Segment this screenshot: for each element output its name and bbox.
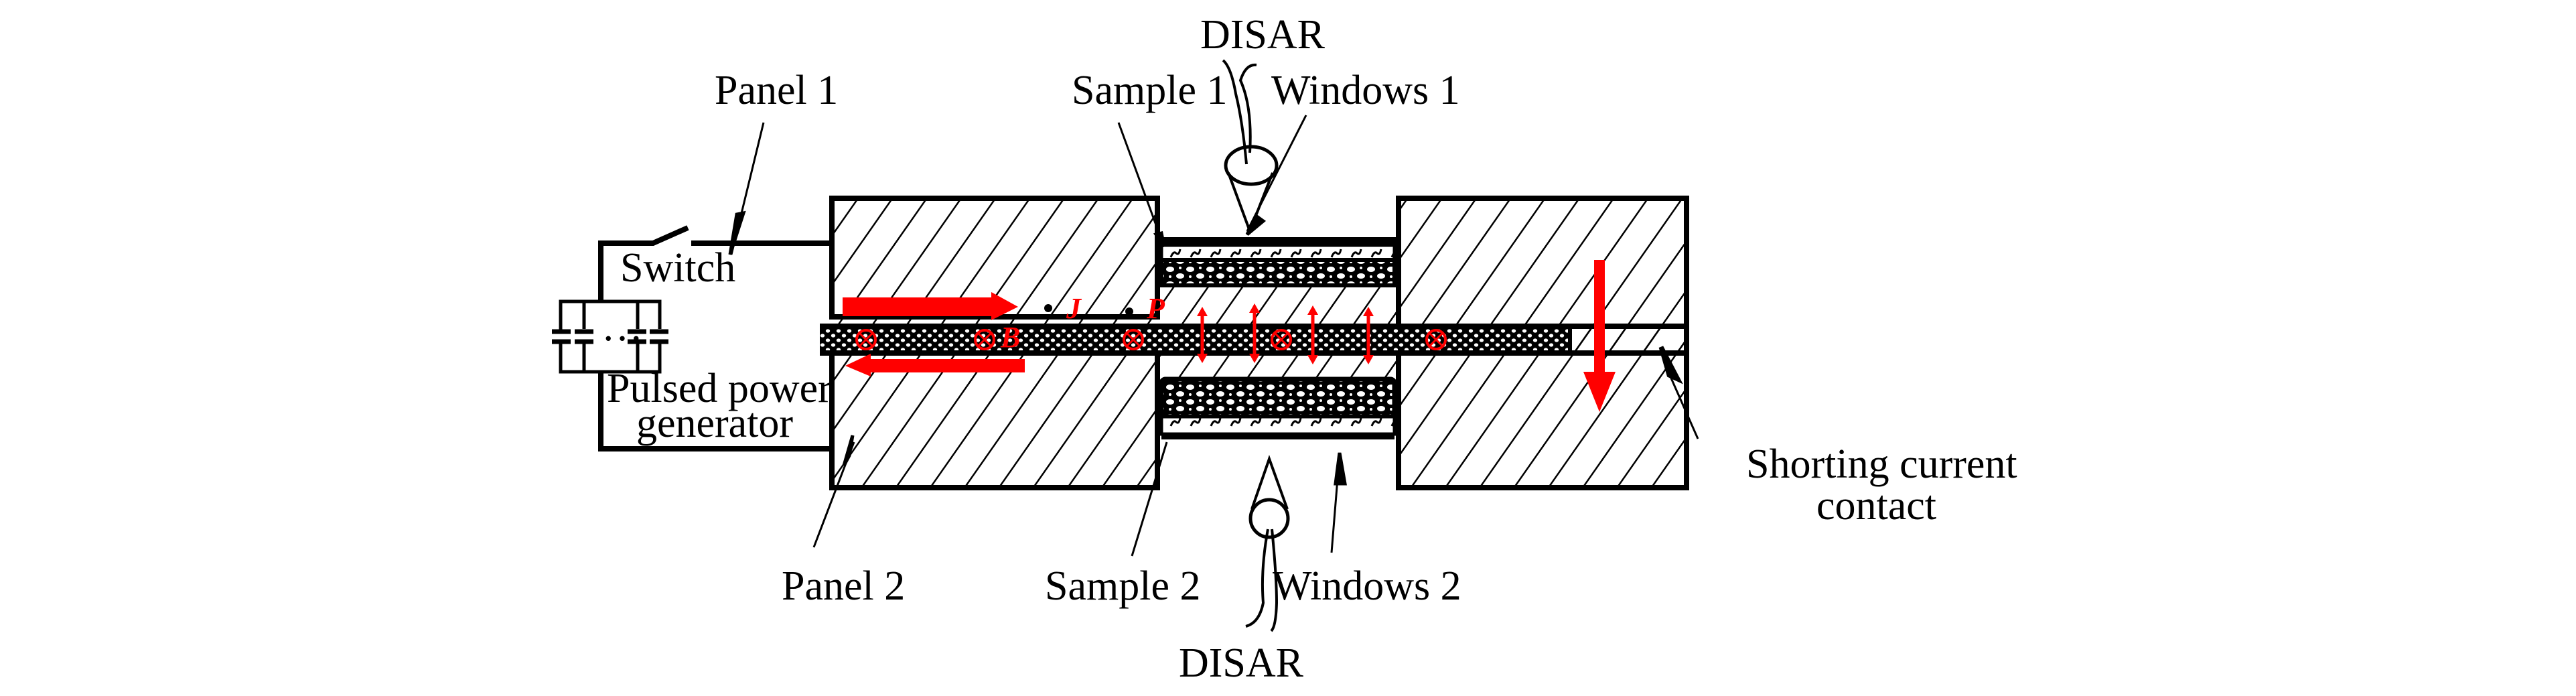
label-windows-2: Windows 2 bbox=[1273, 563, 1461, 609]
switch-wire-left bbox=[598, 225, 689, 301]
double-arrow-icon bbox=[1249, 303, 1260, 363]
pressure-arrows bbox=[1197, 303, 1374, 364]
symbol-j: J bbox=[1066, 292, 1082, 325]
label-switch: Switch bbox=[620, 245, 735, 291]
double-arrow-icon bbox=[1363, 307, 1374, 364]
symbol-p: P bbox=[1146, 292, 1165, 325]
label-windows-1: Windows 1 bbox=[1271, 68, 1460, 113]
double-arrow-icon bbox=[1307, 305, 1318, 364]
point-marker-j bbox=[1044, 304, 1052, 312]
sample-2-stack bbox=[1155, 376, 1401, 488]
point-marker-p bbox=[1125, 307, 1133, 316]
circuit: … bbox=[549, 225, 832, 451]
label-shorting-line2: contact bbox=[1816, 483, 1936, 529]
disar-probe-top-icon bbox=[1222, 59, 1279, 235]
label-disar-top: DISAR bbox=[1200, 12, 1326, 58]
double-arrow-icon bbox=[1197, 307, 1208, 363]
label-disar-bottom: DISAR bbox=[1179, 640, 1304, 686]
panel-2-electrode bbox=[829, 347, 1160, 490]
field-into-page-icon bbox=[1123, 329, 1144, 350]
capacitor-bank-icon bbox=[549, 299, 676, 374]
field-into-page-icon bbox=[1425, 329, 1447, 350]
symbol-b: B bbox=[1000, 321, 1020, 354]
label-shorting-line1: Shorting current bbox=[1746, 441, 2017, 487]
capacitor-ellipsis: … bbox=[601, 304, 643, 350]
current-arrow-left-icon bbox=[845, 354, 1025, 376]
bottom-wire bbox=[598, 372, 832, 451]
current-arrow-right-icon bbox=[843, 292, 1018, 320]
label-panel-2: Panel 2 bbox=[782, 563, 905, 609]
field-into-page-icon bbox=[855, 329, 877, 350]
magnetic-field-markers bbox=[855, 329, 1447, 350]
label-generator-line1: Pulsed power bbox=[607, 366, 832, 411]
label-sample-2: Sample 2 bbox=[1045, 563, 1200, 609]
disar-probe-bottom-icon bbox=[1245, 454, 1290, 632]
sample-1-stack bbox=[1157, 237, 1399, 287]
label-sample-1: Sample 1 bbox=[1072, 68, 1227, 113]
label-panel-1: Panel 1 bbox=[715, 68, 838, 113]
field-into-page-icon bbox=[1271, 329, 1292, 350]
leader-lines bbox=[728, 115, 1699, 557]
current-arrows bbox=[843, 260, 1616, 412]
field-into-page-icon bbox=[974, 329, 995, 350]
label-generator-line2: generator bbox=[636, 401, 793, 446]
current-arrow-down-icon bbox=[1583, 260, 1616, 412]
